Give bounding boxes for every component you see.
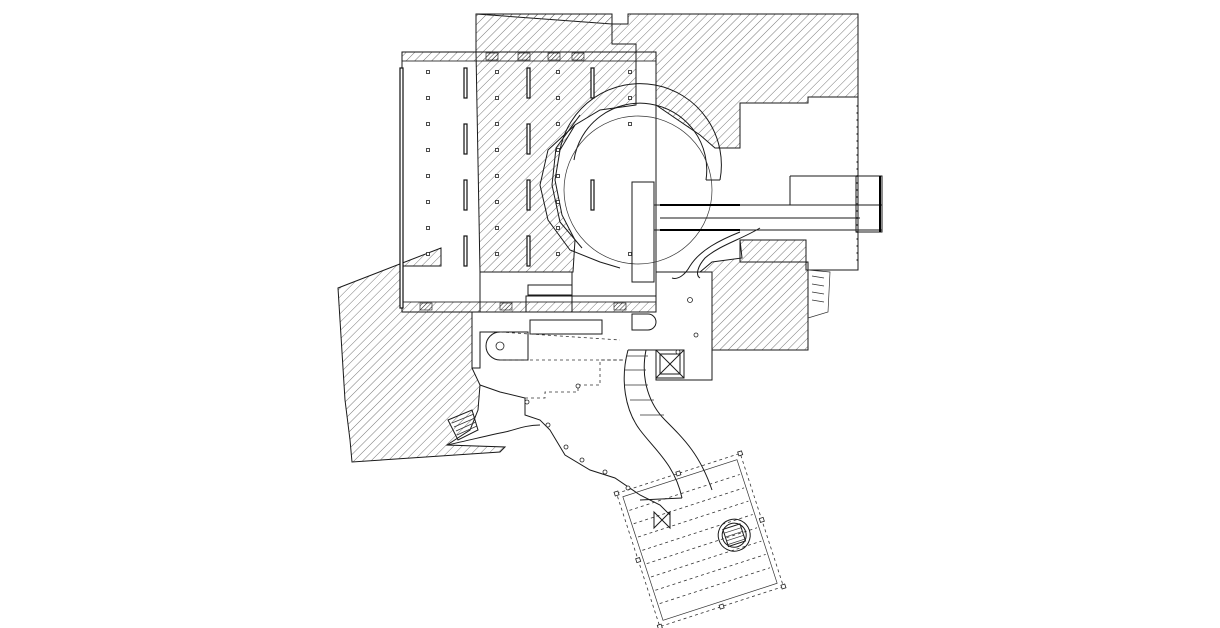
bottom-band-vents [419, 302, 627, 311]
east-wing [716, 96, 859, 319]
column [628, 122, 632, 126]
pavilion-row [659, 567, 771, 604]
corridor-fixtures [675, 297, 699, 355]
hatched-zone-center [475, 51, 637, 273]
pavilion-row [642, 514, 753, 551]
column [426, 148, 430, 152]
hatched-mass-north-left [475, 13, 637, 53]
lobby [471, 312, 626, 369]
column [495, 252, 499, 256]
pavilion-post [635, 557, 642, 564]
column [426, 96, 430, 100]
pavilion-post [718, 603, 725, 610]
central-corridor [631, 175, 883, 283]
pavilion-row [655, 554, 766, 591]
column [556, 148, 560, 152]
pavilion-post [613, 490, 620, 497]
column [426, 122, 430, 126]
landscape-edge [479, 384, 671, 516]
column [556, 252, 560, 256]
pavilion-post [758, 516, 765, 523]
column [495, 174, 499, 178]
pavilion-post [737, 450, 744, 457]
column [495, 70, 499, 74]
entry-markers [639, 497, 683, 530]
pavilion-rows [629, 474, 771, 604]
column [628, 252, 632, 256]
pavilion [613, 450, 787, 628]
pavilion-post [656, 623, 663, 628]
column [556, 122, 560, 126]
column [426, 174, 430, 178]
column [556, 200, 560, 204]
column [495, 122, 499, 126]
rotunda [539, 83, 722, 269]
column [495, 200, 499, 204]
entry-block [479, 271, 713, 381]
pavilion-row [650, 540, 762, 578]
column [556, 174, 560, 178]
column [628, 70, 632, 74]
column [556, 70, 560, 74]
column [426, 200, 430, 204]
ramp [623, 349, 713, 499]
hall-wall-slits [399, 67, 595, 309]
pavilion-row [646, 527, 758, 565]
column [495, 96, 499, 100]
column [495, 148, 499, 152]
terrace-steps [525, 359, 626, 399]
west-stairs [446, 409, 541, 446]
column [628, 96, 632, 100]
top-band-vents [485, 52, 585, 61]
pavilion-post [675, 470, 682, 477]
pavilion-row [637, 500, 749, 538]
pavilion-row [633, 487, 745, 525]
hatched-mass-west [337, 247, 507, 463]
column-grid [426, 70, 632, 256]
column [495, 226, 499, 230]
column [556, 96, 560, 100]
pavilion-row [629, 474, 740, 511]
column [426, 252, 430, 256]
pavilion-post [780, 583, 787, 590]
column [426, 226, 430, 230]
curved-walkway [671, 227, 761, 279]
column [556, 226, 560, 230]
landscape-posts [524, 383, 631, 491]
hatched-mass-east [698, 239, 809, 351]
column [426, 70, 430, 74]
